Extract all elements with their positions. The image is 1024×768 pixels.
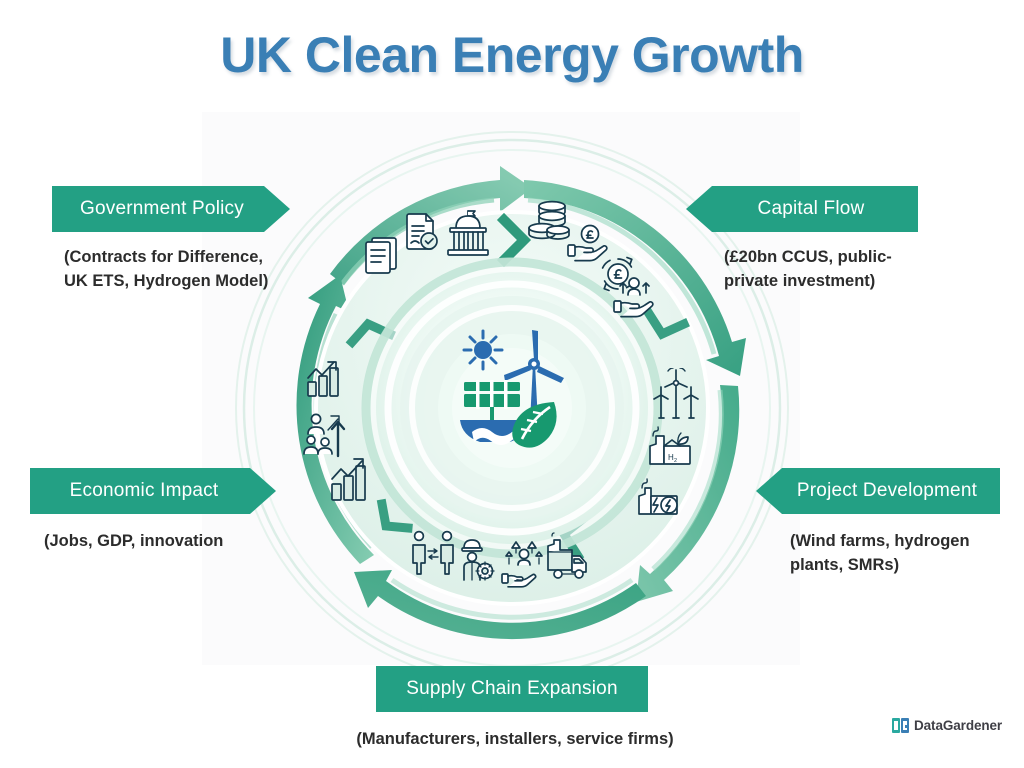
stage-caption-capital-flow: (£20bn CCUS, public- private investment)	[724, 246, 924, 294]
stage-caption-government-policy: (Contracts for Difference, UK ETS, Hydro…	[64, 246, 304, 294]
stage-label-economic-impact: Economic Impact	[69, 480, 219, 501]
stage-caption-economic-impact: (Jobs, GDP, innovation	[44, 530, 294, 554]
hydrogen-plant-icon: H 2	[649, 426, 691, 465]
stage-caption-project-development: (Wind farms, hydrogen plants, SMRs)	[790, 530, 1010, 578]
caption-line: (Wind farms, hydrogen	[790, 532, 970, 550]
verified-contract-icon	[406, 213, 438, 250]
page-title: UK Clean Energy Growth	[220, 27, 804, 83]
logo-text: DataGardener	[914, 718, 1003, 733]
caption-line: private investment)	[724, 271, 876, 290]
stage-label-government-policy: Government Policy	[80, 198, 244, 219]
svg-text:H: H	[668, 453, 674, 462]
people-exchange-icon	[412, 530, 454, 575]
delivery-truck-icon	[547, 532, 587, 579]
stage-banner-project-development[interactable]: Project Development	[756, 468, 1000, 514]
hand-pound-coin-icon	[567, 224, 608, 262]
caption-line: (Jobs, GDP, innovation	[44, 532, 224, 550]
caption-line: (Manufacturers, installers, service firm…	[356, 730, 674, 748]
water-wave-icon	[460, 420, 530, 445]
leaf-icon	[512, 402, 557, 448]
sun-icon	[462, 329, 504, 371]
dg-logo-mark	[892, 718, 909, 733]
worker-gear-icon	[461, 539, 495, 581]
stage-label-capital-flow: Capital Flow	[757, 198, 865, 219]
stage-label-supply-chain-expansion: Supply Chain Expansion	[406, 678, 618, 699]
stage-banner-economic-impact[interactable]: Economic Impact	[30, 468, 276, 514]
icons-economic-impact	[300, 358, 390, 508]
stage-banner-government-policy[interactable]: Government Policy	[52, 186, 290, 232]
stage-banner-capital-flow[interactable]: Capital Flow	[686, 186, 918, 232]
documents-icon	[365, 237, 397, 274]
svg-text:2: 2	[674, 458, 677, 464]
stage-label-project-development: Project Development	[796, 480, 978, 501]
caption-line: (Contracts for Difference,	[64, 248, 263, 266]
clean-energy-emblem	[442, 322, 582, 458]
people-growth-icon	[303, 413, 346, 458]
solar-panel-icon	[464, 380, 520, 420]
caption-line: UK ETS, Hydrogen Model)	[64, 271, 269, 290]
stage-banner-supply-chain-expansion[interactable]: Supply Chain Expansion	[376, 666, 648, 712]
hand-supply-network-icon	[501, 541, 543, 588]
datagardener-logo[interactable]: DataGardener	[892, 718, 1002, 733]
icons-supply-chain	[410, 528, 592, 588]
icons-project-development: H 2	[632, 368, 722, 518]
bar-chart-arrow-icon	[331, 458, 366, 501]
growth-chart-icon	[307, 361, 339, 397]
coin-stack-icon	[528, 200, 570, 240]
hand-people-investment-icon	[613, 277, 654, 318]
icons-capital-flow	[524, 198, 664, 318]
power-plant-icon	[638, 478, 678, 515]
caption-line: plants, SMRs)	[790, 555, 900, 574]
icons-government-policy	[362, 208, 494, 286]
government-building-icon	[447, 210, 489, 256]
stage-caption-supply-chain-expansion: (Manufacturers, installers, service firm…	[340, 728, 690, 752]
outer-arrow-ring	[296, 166, 746, 640]
caption-line: (£20bn CCUS, public-	[724, 248, 892, 266]
wind-farm-icon	[653, 368, 699, 419]
